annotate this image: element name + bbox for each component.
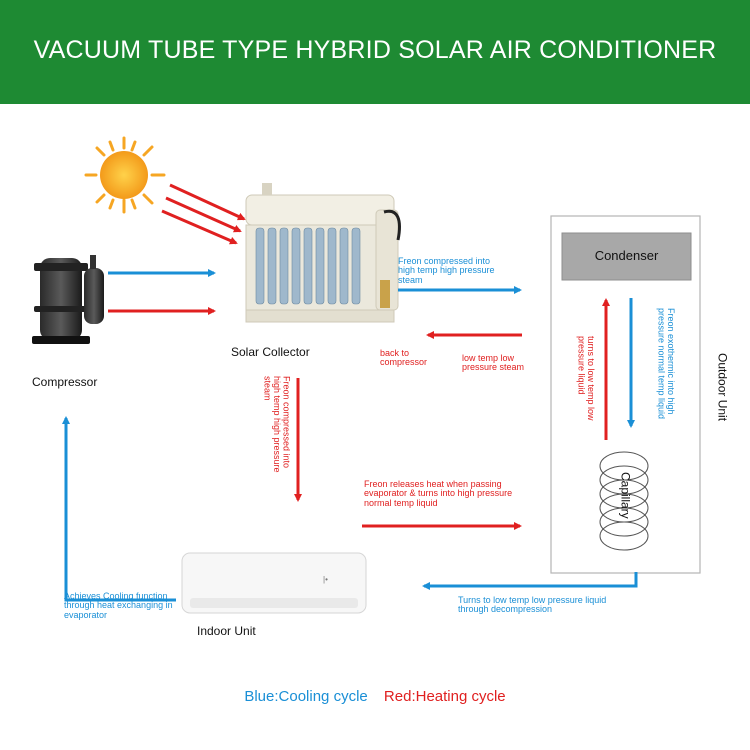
compressor-icon (32, 255, 104, 344)
page-title: VACUUM TUBE TYPE HYBRID SOLAR AIR CONDIT… (33, 36, 717, 64)
freon-compressed-right-label: Freon compressed into high temp high pre… (398, 256, 495, 285)
solar-collector-icon (245, 183, 401, 323)
compressor-label: Compressor (32, 375, 98, 389)
achieves-cooling-label: Achieves Cooling function through heat e… (64, 591, 173, 620)
condenser-label: Condenser (594, 248, 659, 263)
capillary-coil-icon (599, 451, 649, 551)
diagram-canvas: |• (32, 136, 701, 614)
indoor-unit-icon: |• (181, 552, 367, 614)
outdoor-unit-label: Outdoor Unit (715, 353, 730, 422)
capillary-label: Capillary (618, 472, 633, 519)
condenser-box (561, 232, 692, 281)
legend-blue: Blue:Cooling cycle (244, 688, 368, 705)
turns-low-temp-decompression-label: Turns to low temp low pressure liquid th… (458, 595, 607, 615)
legend-red: Red:Heating cycle (383, 688, 506, 705)
svg-text:|•: |• (323, 575, 328, 584)
outdoor-to-indoor-blue-arrow (422, 572, 638, 590)
freon-compressed-down-label: Freon compressed into high temp high pre… (262, 376, 292, 473)
freon-releases-heat-label: Freon releases heat when passing evapora… (364, 479, 513, 508)
indoor-to-compressor-blue-arrow (62, 416, 176, 602)
solar-collector-label: Solar Collector (231, 345, 310, 359)
title-banner: VACUUM TUBE TYPE HYBRID SOLAR AIR CONDIT… (0, 0, 750, 104)
indoor-unit-label: Indoor Unit (197, 624, 256, 638)
sun-icon (84, 136, 166, 214)
turns-low-temp-liquid-label: turns to low temp low pressure liquid (576, 336, 596, 421)
low-temp-steam-label: low temp low pressure steam (462, 353, 525, 373)
freon-exothermic-label: Freon exothermic into high pressure norm… (656, 308, 676, 420)
legend: Blue:Cooling cycle Red:Heating cycle (0, 688, 750, 705)
back-to-compressor-label: back to compressor (380, 348, 428, 368)
sun-heat-arrows (161, 183, 246, 245)
